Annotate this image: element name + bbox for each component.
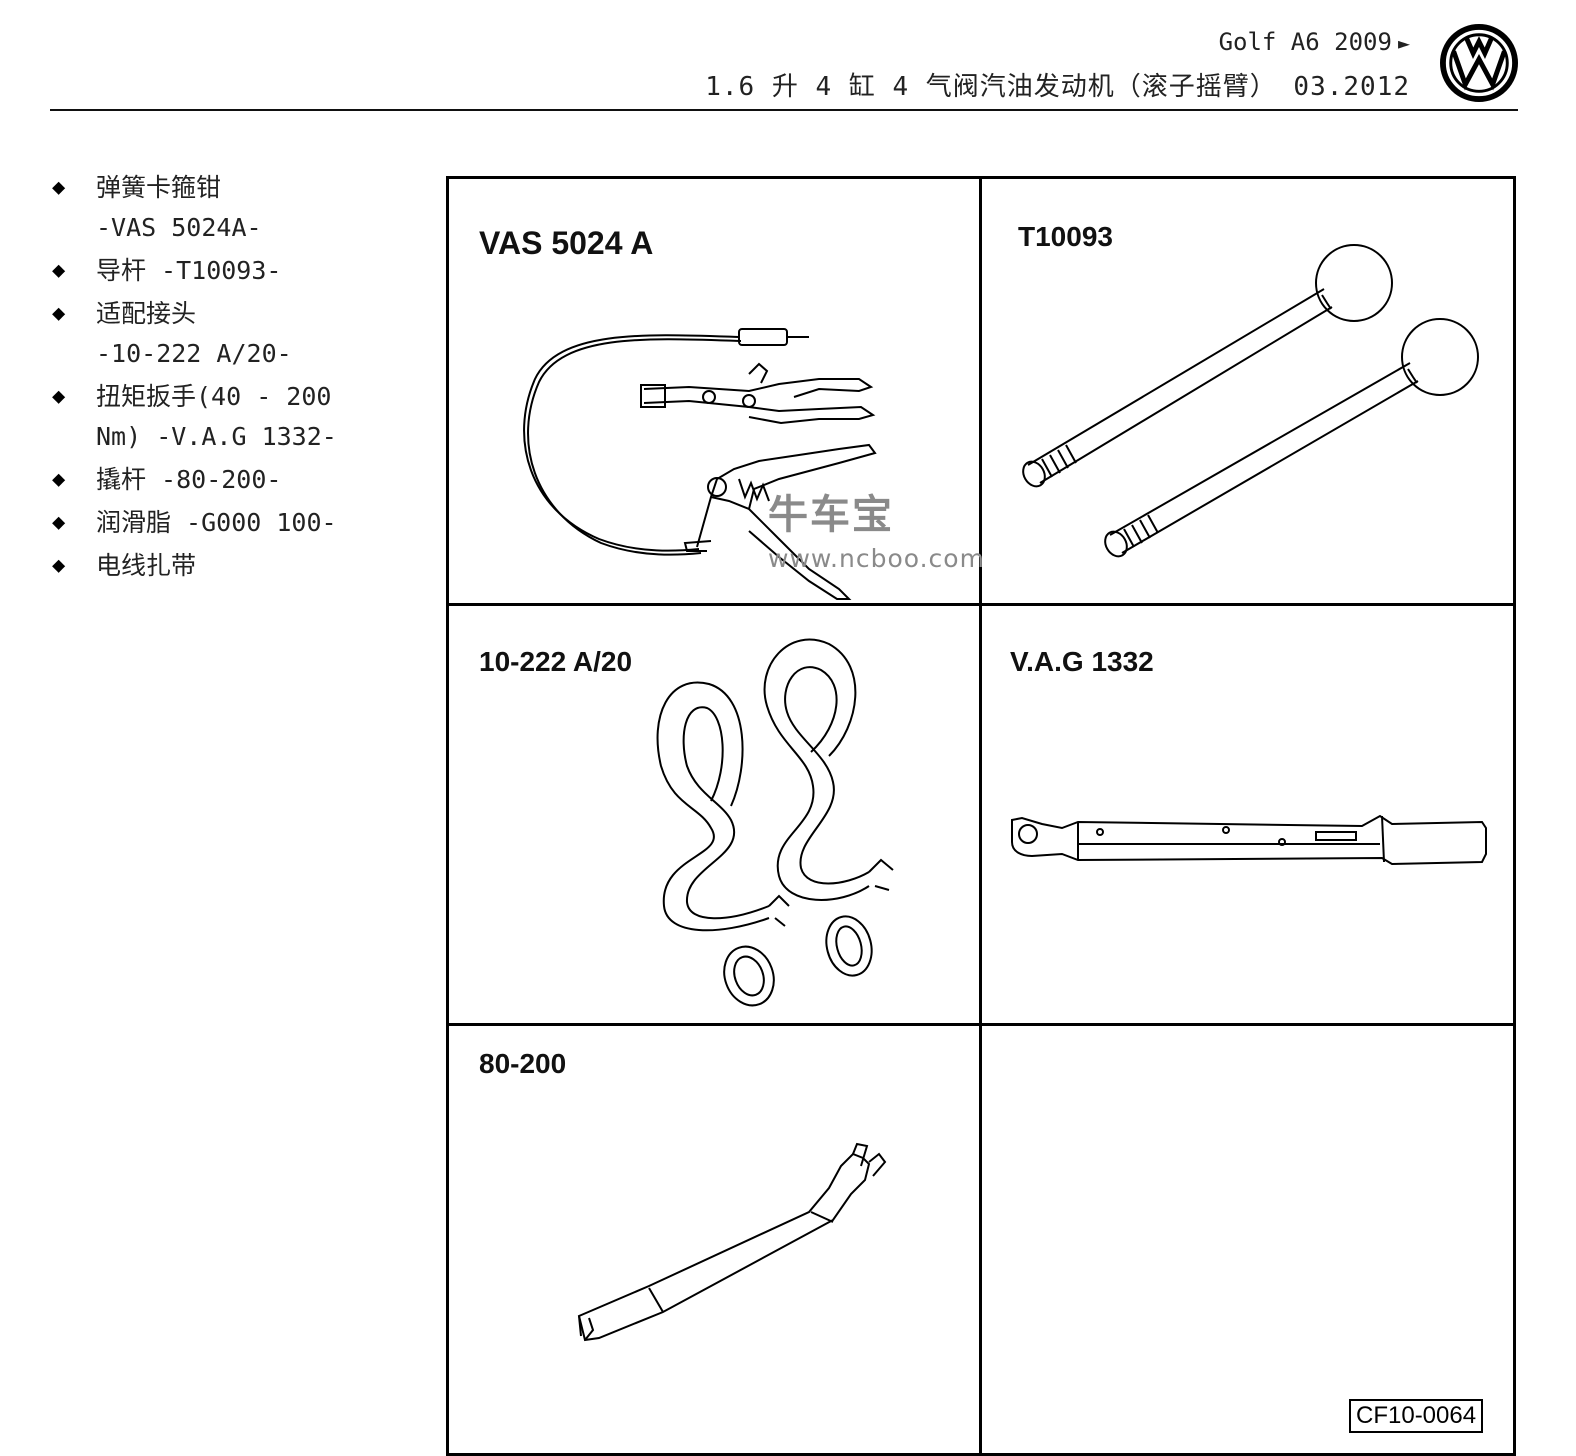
figure-t10093: T10093 bbox=[982, 179, 1513, 606]
list-item: ◆ 电线扎带 bbox=[52, 546, 422, 586]
tool-code: -VAS 5024A- bbox=[96, 213, 262, 242]
list-item: ◆ 扭矩扳手(40 - 200 Nm) -V.A.G 1332- bbox=[52, 377, 422, 457]
figure-vas5024a: VAS 5024 A bbox=[449, 179, 982, 606]
guide-rod-icon bbox=[1022, 244, 1479, 558]
diamond-bullet-icon: ◆ bbox=[52, 553, 66, 578]
list-item: ◆ 适配接头 -10-222 A/20- bbox=[52, 294, 422, 374]
next-arrow-icon[interactable]: ► bbox=[1397, 31, 1410, 55]
tool-name: 扭矩扳手(40 - 200 bbox=[96, 382, 332, 411]
watermark-url: www.ncboo.com bbox=[768, 544, 985, 573]
tool-name: 导杆 -T10093- bbox=[96, 256, 282, 285]
figure-label: VAS 5024 A bbox=[479, 225, 654, 261]
figure-vag1332: V.A.G 1332 bbox=[982, 606, 1513, 1026]
header-subtitle: 1.6 升 4 缸 4 气阀汽油发动机（滚子摇臂） 03.2012 bbox=[705, 72, 1410, 102]
vw-logo-icon bbox=[1440, 24, 1518, 102]
tool-name: 弹簧卡箍钳 bbox=[96, 173, 222, 202]
figure-10-222-a20: 10-222 A/20 bbox=[449, 606, 982, 1026]
figure-label: T10093 bbox=[1018, 221, 1113, 252]
watermark-brand: 牛车宝 bbox=[768, 492, 894, 538]
header-rule bbox=[50, 109, 1518, 111]
list-item: ◆ 撬杆 -80-200- bbox=[52, 460, 422, 500]
diamond-bullet-icon: ◆ bbox=[52, 510, 66, 535]
figure-empty-cell bbox=[982, 1026, 1513, 1456]
model-label: Golf A6 2009 bbox=[1218, 28, 1392, 56]
figure-label: V.A.G 1332 bbox=[1010, 646, 1154, 677]
watermark: 牛车宝 www.ncboo.com bbox=[768, 482, 985, 573]
torque-wrench-icon bbox=[1011, 814, 1487, 866]
list-item: ◆ 润滑脂 -G000 100- bbox=[52, 503, 422, 543]
figure-code: CF10-0064 bbox=[1349, 1399, 1484, 1433]
diamond-bullet-icon: ◆ bbox=[52, 301, 66, 326]
tool-name: 电线扎带 bbox=[96, 551, 197, 580]
diamond-bullet-icon: ◆ bbox=[52, 175, 66, 200]
tool-list: ◆ 弹簧卡箍钳 -VAS 5024A- ◆ 导杆 -T10093- ◆ 适配接头… bbox=[52, 168, 422, 589]
list-item: ◆ 导杆 -T10093- bbox=[52, 251, 422, 291]
tool-code: Nm) -V.A.G 1332- bbox=[96, 422, 337, 451]
diamond-bullet-icon: ◆ bbox=[52, 258, 66, 283]
tool-name: 撬杆 -80-200- bbox=[96, 465, 282, 494]
adapter-hook-icon bbox=[656, 638, 894, 1007]
tool-code: -10-222 A/20- bbox=[96, 339, 292, 368]
diamond-bullet-icon: ◆ bbox=[52, 384, 66, 409]
tool-figure-grid: VAS 5024 A bbox=[446, 176, 1516, 1456]
figure-80-200: 80-200 bbox=[449, 1026, 982, 1456]
hose-clamp-pliers-icon bbox=[523, 328, 877, 600]
list-item: ◆ 弹簧卡箍钳 -VAS 5024A- bbox=[52, 168, 422, 248]
figure-label: 10-222 A/20 bbox=[479, 646, 633, 677]
diamond-bullet-icon: ◆ bbox=[52, 467, 66, 492]
tool-name: 润滑脂 -G000 100- bbox=[96, 508, 337, 537]
figure-label: 80-200 bbox=[479, 1048, 567, 1079]
pry-bar-icon bbox=[577, 1142, 887, 1342]
header-model: Golf A6 2009► bbox=[1219, 28, 1410, 56]
tool-name: 适配接头 bbox=[96, 299, 197, 328]
